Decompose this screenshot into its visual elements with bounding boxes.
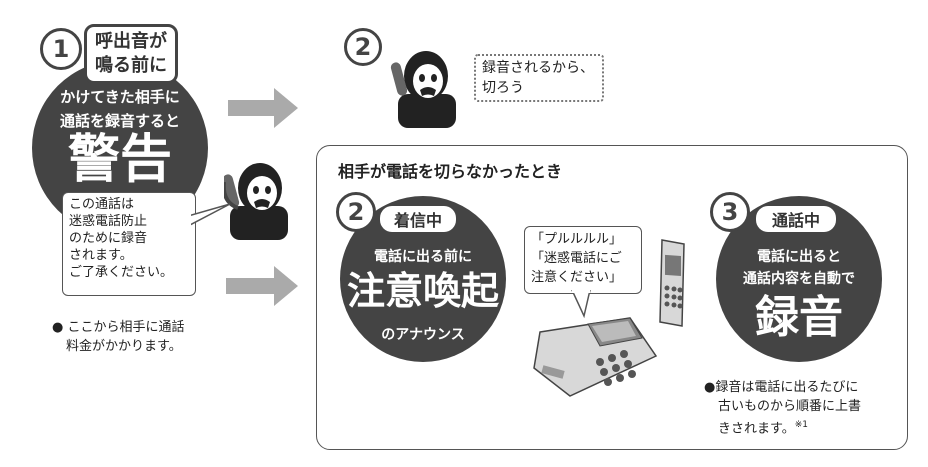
hangup-person-icon bbox=[390, 51, 456, 128]
bubble-line-3: のために録音 bbox=[69, 231, 148, 246]
charge-note-line2: 料金がかかります。 bbox=[66, 339, 182, 354]
bubble-line-2: 迷惑電話防止 bbox=[69, 214, 148, 229]
step2-panel-number: 2 bbox=[336, 192, 376, 232]
step1-line2: 通話を録音すると bbox=[59, 112, 180, 130]
announcement-line1: 「プルルルル」 bbox=[531, 232, 623, 247]
step3-big-text: 録音 bbox=[755, 292, 843, 343]
thought-line2: 切ろう bbox=[482, 80, 524, 96]
overwrite-note-footnote: ※1 bbox=[794, 420, 808, 430]
overwrite-note-line2: 古いものから順番に上書 bbox=[718, 399, 862, 414]
bubble-line-5: ご了承ください。 bbox=[69, 265, 174, 280]
overwrite-note-line1: 録音は電話に出るたびに bbox=[715, 380, 859, 395]
announcement-line2: 「迷惑電話にご bbox=[531, 251, 622, 266]
step1-badge-line1: 呼出音が bbox=[95, 31, 167, 52]
caller-person-icon bbox=[224, 163, 288, 240]
step1-big-text: 警告 bbox=[67, 130, 172, 190]
step1-badge: 呼出音が 鳴る前に bbox=[84, 24, 178, 84]
step3-badge: 通話中 bbox=[756, 206, 836, 232]
overwrite-note: ●録音は電話に出るたびに 古いものから順番に上書 きされます。※1 bbox=[704, 378, 904, 438]
hangup-thought-bubble: 録音されるから、 切ろう bbox=[474, 54, 604, 102]
charge-note: ● ここから相手に通話 料金がかかります。 bbox=[52, 318, 232, 356]
announcement-bubble-tail bbox=[571, 290, 591, 319]
panel-title: 相手が電話を切らなかったとき bbox=[338, 162, 563, 181]
bubble-tail bbox=[188, 203, 231, 228]
step3-number: 3 bbox=[710, 192, 750, 232]
recording-message-bubble: この通話は 迷惑電話防止 のために録音 されます。 ご了承ください。 bbox=[62, 192, 196, 296]
step2-top-number: 2 bbox=[344, 28, 382, 66]
bubble-line-1: この通話は bbox=[69, 197, 135, 212]
step2-panel-badge: 着信中 bbox=[380, 206, 456, 232]
charge-note-bullet: ● bbox=[52, 320, 64, 335]
cordless-handset-icon bbox=[659, 239, 685, 327]
step1-badge-line2: 鳴る前に bbox=[95, 55, 167, 76]
charge-note-line1: ここから相手に通話 bbox=[67, 320, 185, 335]
step2-panel-line2: のアナウンス bbox=[381, 327, 465, 343]
overwrite-note-bullet: ● bbox=[704, 380, 716, 395]
telephone-base-icon bbox=[533, 317, 658, 397]
thought-line1: 録音されるから、 bbox=[482, 60, 594, 76]
announcement-bubble: 「プルルルル」 「迷惑電話にご 注意ください」 bbox=[524, 226, 642, 294]
step1-number: 1 bbox=[40, 28, 82, 70]
step3-line2: 通話内容を自動で bbox=[743, 271, 855, 287]
bubble-line-4: されます。 bbox=[69, 248, 133, 263]
step2-panel-line1: 電話に出る前に bbox=[374, 249, 472, 265]
step3-line1: 電話に出ると bbox=[757, 249, 841, 265]
arrow-upper bbox=[228, 88, 298, 128]
step2-panel-big-text: 注意喚起 bbox=[346, 269, 499, 313]
arrow-lower bbox=[226, 266, 298, 306]
overwrite-note-line3: きされます。 bbox=[718, 421, 795, 437]
announcement-line3: 注意ください」 bbox=[531, 270, 623, 285]
step1-line1: かけてきた相手に bbox=[60, 88, 180, 106]
